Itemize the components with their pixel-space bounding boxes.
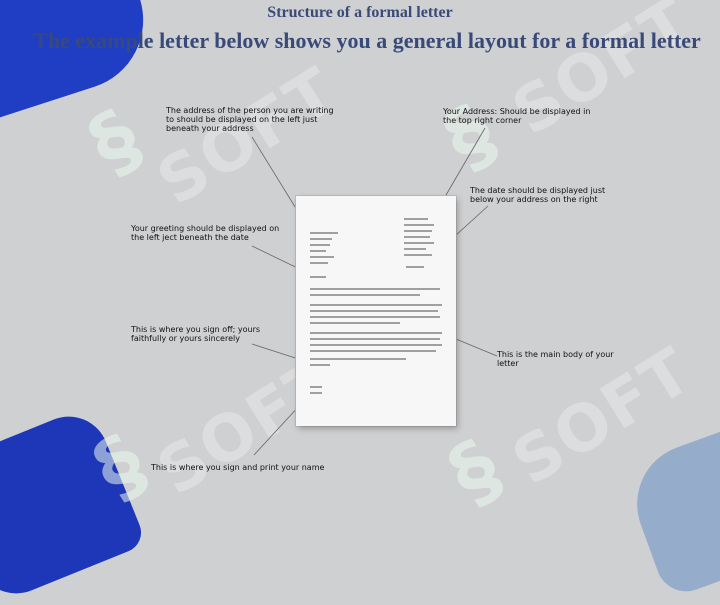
- letter-recipient-address: [310, 232, 338, 234]
- annotation-date: The date should be displayed just below …: [470, 186, 606, 204]
- page-title: Structure of a formal letter: [267, 4, 453, 21]
- annotation-your-address: Your Address: Should be displayed in the…: [443, 107, 591, 125]
- letter-greeting: [310, 276, 326, 278]
- page-subtitle: The example letter below shows you a gen…: [33, 28, 701, 53]
- annotation-main-body: This is the main body of your letter: [497, 350, 614, 368]
- annotation-sign-name: This is where you sign and print your na…: [151, 463, 325, 472]
- letter-sender-address: [404, 218, 428, 220]
- letter-sign-off: [310, 364, 330, 366]
- letter-date: [406, 266, 424, 268]
- sample-letter-image: [296, 196, 456, 426]
- annotation-greeting: Your greeting should be displayed on the…: [131, 224, 280, 242]
- annotation-sign-off: This is where you sign off; yours faithf…: [131, 325, 261, 343]
- letter-body: [310, 288, 440, 290]
- annotation-recipient-address: The address of the person you are writin…: [166, 106, 334, 133]
- letter-signature: [310, 386, 322, 388]
